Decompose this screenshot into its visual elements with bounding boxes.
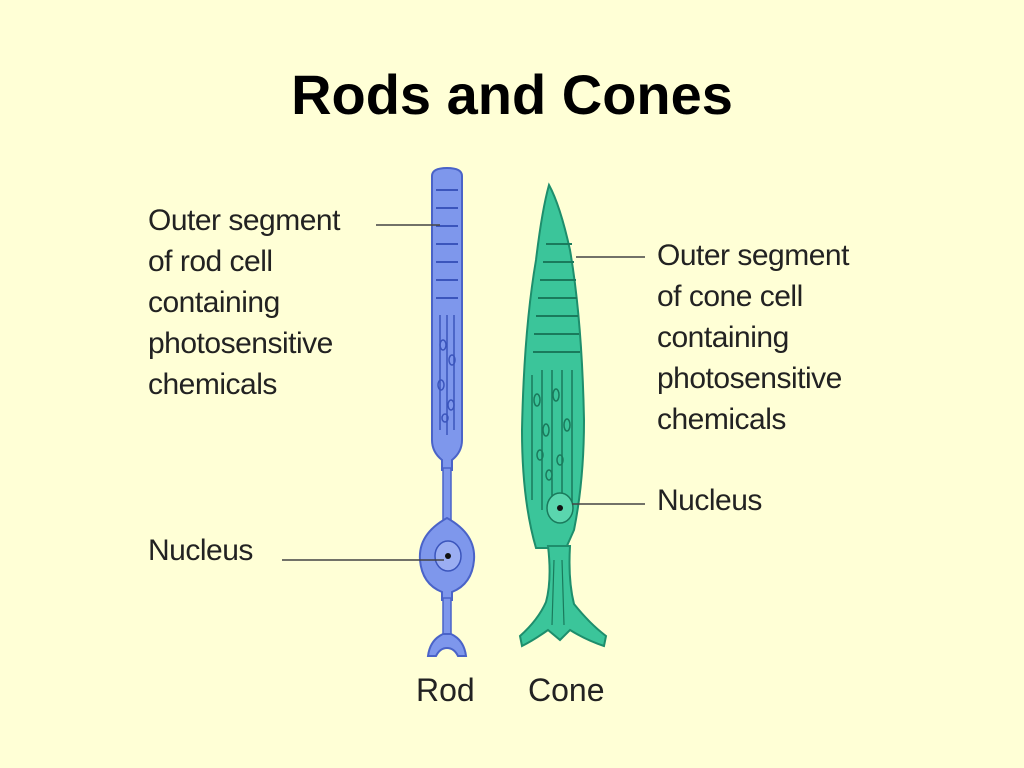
rod-discs [436, 189, 458, 299]
rod-synaptic-terminal [426, 633, 468, 657]
rod-stalk [442, 467, 452, 521]
rod-outer-label-line: photosensitive [148, 327, 333, 360]
cone-discs [533, 243, 580, 353]
cone-outer-label-line: photosensitive [657, 362, 842, 395]
rod-outer-label-line: chemicals [148, 368, 277, 401]
slide-title: Rods and Cones [291, 63, 733, 126]
cone-outer-label-line: of cone cell [657, 280, 803, 313]
leader-lines [282, 224, 645, 561]
rod-outer-segment-label: Outer segment of rod cell containing pho… [148, 200, 340, 405]
rod-outer-label-line: of rod cell [148, 245, 273, 278]
cone-outer-label-line: chemicals [657, 403, 786, 436]
rod-axon [442, 597, 452, 637]
cone-outer-segment-label: Outer segment of cone cell containing ph… [657, 235, 849, 440]
cone-inner-organelles [531, 370, 573, 515]
cone-caption: Cone [528, 672, 605, 708]
cone-outer-label-line: Outer segment [657, 239, 849, 272]
cone-cell [518, 182, 608, 648]
cone-nucleus-label: Nucleus [657, 484, 762, 517]
rod-outer-label-line: Outer segment [148, 204, 340, 237]
rod-inner-organelles [437, 315, 456, 435]
rod-outer-label-line: containing [148, 286, 280, 319]
cone-outer-label-line: containing [657, 321, 789, 354]
rod-nucleus-label: Nucleus [148, 534, 253, 567]
rod-cell [418, 166, 476, 657]
rod-caption: Rod [416, 672, 475, 708]
